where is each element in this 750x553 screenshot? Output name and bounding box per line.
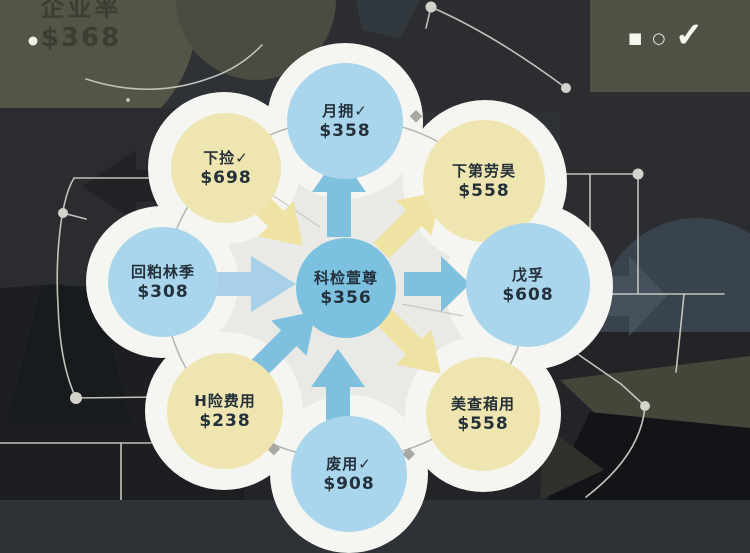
dark-shape-top-center	[356, 0, 420, 38]
node-top-left: 下捡✓ $698	[171, 113, 281, 223]
white-dot	[28, 36, 38, 46]
ghost-text-top-left: 企业率 $368	[6, 0, 156, 54]
arrow-right-left-icon	[212, 256, 296, 312]
dark-shape-bottom-right	[548, 412, 750, 500]
node-dot	[425, 1, 437, 13]
arrow-diag-se-icon	[373, 306, 441, 374]
arrow-right-right-icon	[404, 256, 470, 312]
node-bottom-right: 美查葙用 $558	[426, 357, 540, 471]
check-icon: ✓	[675, 15, 704, 54]
node-value: $358	[319, 121, 371, 142]
node-bottom: 废用✓ $908	[291, 416, 407, 532]
node-left: 回粕林季 $308	[108, 227, 218, 337]
node-value: $698	[200, 168, 252, 189]
node-label: 科检萱尊	[313, 268, 378, 287]
node-right: 戊孚 $608	[466, 223, 590, 347]
node-dot	[640, 401, 650, 411]
arrow-up-bottom-icon	[311, 349, 365, 425]
node-value: $356	[320, 288, 372, 309]
node-value: $608	[502, 285, 554, 306]
node-label: 下第劳昊	[451, 161, 516, 180]
node-dot	[58, 208, 68, 218]
diamond-node	[409, 109, 423, 123]
faded-right-arrow-icon	[597, 256, 667, 336]
node-value: $308	[137, 282, 189, 303]
node-top-right: 下第劳昊 $558	[423, 120, 545, 242]
dark-left-arrow-icon	[82, 150, 172, 222]
node-bottom-left: H险费用 $238	[167, 353, 283, 469]
node-label: 月拥✓	[322, 101, 368, 120]
circle-icon: ○	[652, 29, 666, 47]
connector-node-dots	[58, 1, 650, 411]
node-label: 下捡✓	[203, 148, 249, 167]
white-dot-small	[126, 98, 130, 102]
node-value: $558	[457, 414, 509, 435]
ghost-value: $368	[40, 22, 122, 53]
dark-arrowhead-bottom	[540, 424, 604, 500]
connector-curve-top-left	[85, 44, 263, 91]
node-value: $238	[199, 411, 251, 432]
node-value: $558	[458, 181, 510, 202]
node-dot	[561, 83, 571, 93]
ghost-label: 企业率	[40, 0, 122, 22]
background-panel-top-right	[590, 0, 750, 95]
square-icon: ■	[628, 29, 643, 47]
connector-frame-bottom-left	[0, 442, 152, 500]
node-label: 美查葙用	[450, 394, 515, 413]
arrow-diag-ne-icon	[373, 191, 441, 259]
node-value: $908	[323, 474, 375, 495]
node-center: 科检萱尊 $356	[296, 238, 396, 338]
node-label: 废用✓	[326, 454, 372, 473]
node-label: H险费用	[194, 391, 256, 410]
spoke-line	[401, 303, 464, 317]
node-label: 戊孚	[511, 265, 544, 284]
node-label: 回粕林季	[130, 262, 195, 281]
corner-icon-group: ■ ○ ✓	[628, 17, 704, 52]
node-top: 月拥✓ $358	[287, 63, 403, 179]
connector-curve-right	[675, 293, 685, 373]
node-dot	[632, 168, 644, 180]
node-dot	[70, 392, 82, 404]
diamond-node	[402, 447, 416, 461]
arrow-diag-sw-icon	[248, 311, 316, 379]
connector-line-left	[56, 177, 161, 399]
